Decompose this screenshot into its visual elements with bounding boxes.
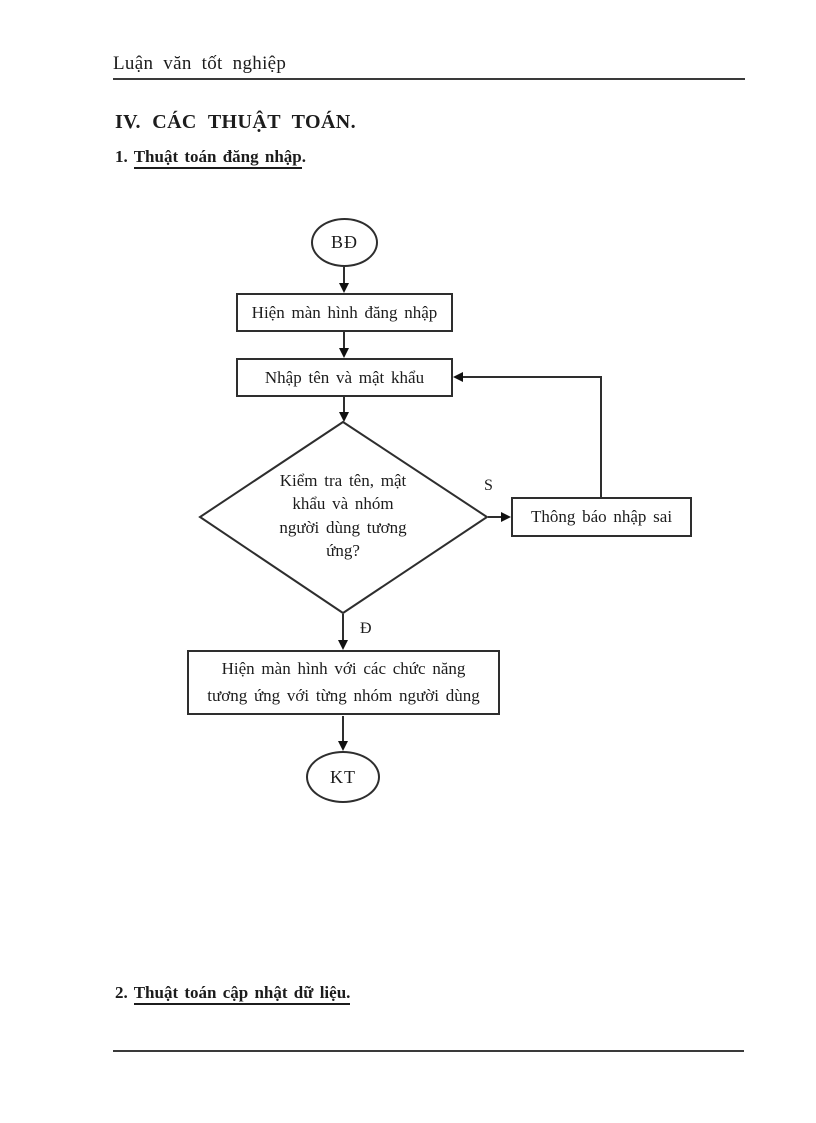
heading-2-number: 2. xyxy=(115,983,134,1002)
flowchart-error-node: Thông báo nhập sai xyxy=(511,497,692,537)
arrow-start-to-step1 xyxy=(339,267,349,293)
flowchart-start-node: BĐ xyxy=(311,218,378,267)
section-title: IV. CÁC THUẬT TOÁN. xyxy=(115,111,357,133)
decision-line: khẩu và nhóm xyxy=(292,494,394,514)
page-header: Luận văn tốt nghiệp xyxy=(113,53,287,74)
feedback-error-to-step2 xyxy=(453,372,602,497)
heading-1-number: 1. xyxy=(115,147,134,166)
flowchart-step2-node: Nhập tên và mật khẩu xyxy=(236,358,453,397)
heading-1: 1. Thuật toán đăng nhập. xyxy=(115,147,307,169)
heading-2-title: Thuật toán cập nhật dữ liệu. xyxy=(133,983,351,1005)
flowchart-step3-node: Hiện màn hình với các chức năng tương ứn… xyxy=(187,650,500,715)
flowchart-end-node: KT xyxy=(306,751,380,803)
arrow-step3-to-end xyxy=(338,716,348,751)
decision-line: ứng? xyxy=(326,541,360,561)
header-rule xyxy=(113,78,745,80)
arrow-decision-to-error xyxy=(488,512,511,522)
arrow-step1-to-step2 xyxy=(339,332,349,358)
decision-line: người dùng tương xyxy=(279,517,407,537)
step1-label: Hiện màn hình đăng nhập xyxy=(251,302,438,322)
footer-rule xyxy=(113,1050,744,1052)
step3-line: Hiện màn hình với các chức năng xyxy=(221,659,466,679)
decision-line: Kiểm tra tên, mật xyxy=(279,471,407,490)
decision-diamond xyxy=(198,420,489,615)
heading-1-title: Thuật toán đăng nhập xyxy=(133,147,302,169)
error-node-label: Thông báo nhập sai xyxy=(530,507,673,526)
yes-branch-label: Đ xyxy=(360,620,372,637)
arrow-step2-to-decision xyxy=(339,397,349,422)
end-node-label: KT xyxy=(330,766,356,787)
step3-line: tương ứng với từng nhóm người dùng xyxy=(207,685,480,705)
decision-node-text: Kiểm tra tên, mật khẩu và nhóm người dùn… xyxy=(248,469,438,563)
step2-label: Nhập tên và mật khẩu xyxy=(264,367,425,387)
no-branch-label: S xyxy=(484,477,493,494)
flowchart-step1-node: Hiện màn hình đăng nhập xyxy=(236,293,453,332)
arrow-decision-to-step3 xyxy=(338,614,348,650)
start-node-label: BĐ xyxy=(330,232,358,252)
heading-1-period: . xyxy=(301,147,307,166)
heading-2: 2. Thuật toán cập nhật dữ liệu. xyxy=(115,983,351,1005)
